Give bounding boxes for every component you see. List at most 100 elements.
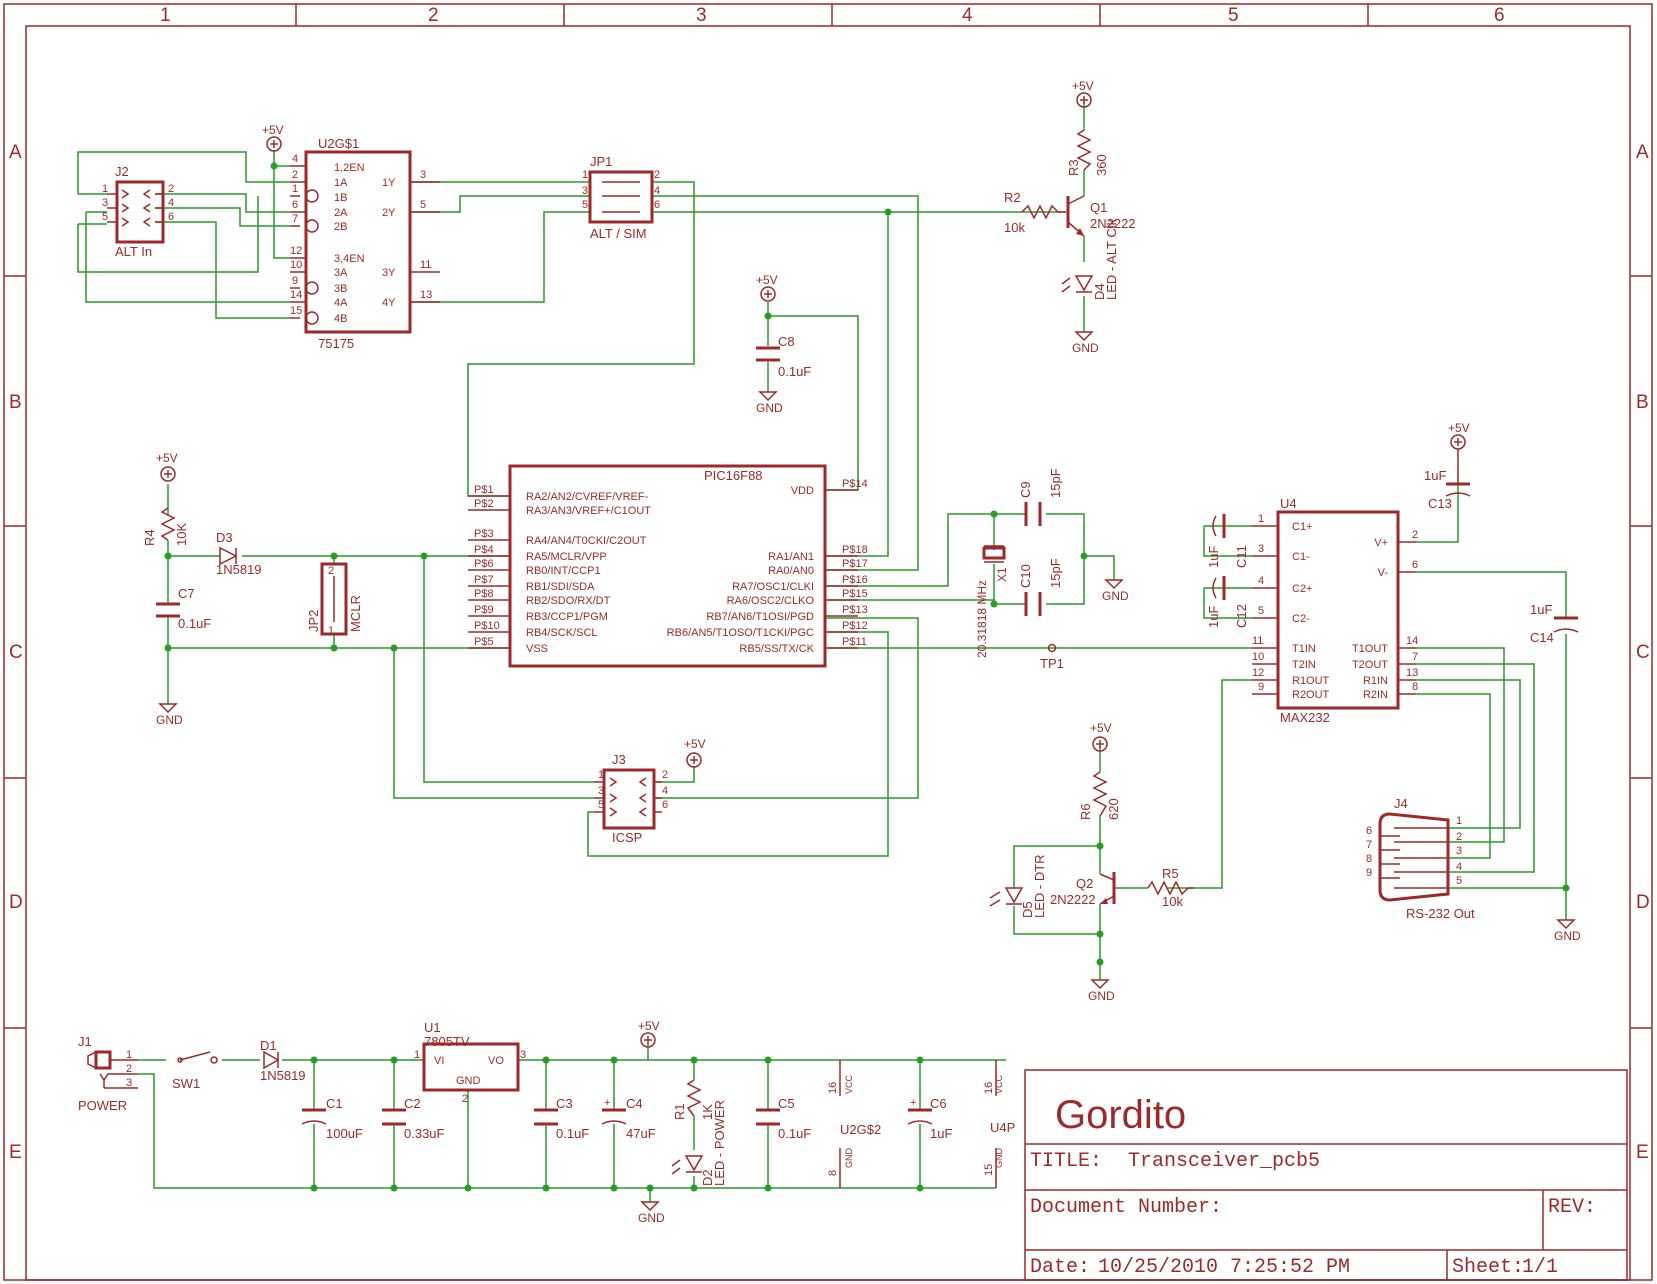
d4-value: LED - ALT Clk xyxy=(1104,218,1119,300)
svg-text:R4: R4 xyxy=(142,529,157,546)
svg-text:14: 14 xyxy=(290,289,302,301)
pic-left-pin-num: P$3 xyxy=(474,528,494,540)
pic-left-pin-num: P$2 xyxy=(474,498,494,510)
svg-text:0.33uF: 0.33uF xyxy=(404,1126,445,1141)
svg-text:8: 8 xyxy=(1412,681,1418,693)
svg-text:C1: C1 xyxy=(326,1096,343,1111)
max232-left-pin: T1IN xyxy=(1292,643,1316,655)
r2-name: R2 xyxy=(1004,190,1021,205)
col-3: 3 xyxy=(696,5,707,26)
svg-text:+5V: +5V xyxy=(262,123,284,137)
pic-left-pin-num: P$9 xyxy=(474,604,494,616)
svg-text:2: 2 xyxy=(662,769,668,781)
row-c-right: C xyxy=(1636,642,1650,663)
pic-left-pin-label: RA5/MCLR/VPP xyxy=(526,551,607,563)
u2-pin-2b: 2B xyxy=(334,221,347,233)
svg-text:U2G$2: U2G$2 xyxy=(840,1122,881,1137)
svg-text:LED - DTR: LED - DTR xyxy=(1032,854,1047,918)
svg-text:6: 6 xyxy=(168,211,174,223)
svg-text:C10: C10 xyxy=(1018,564,1033,588)
svg-text:9: 9 xyxy=(292,275,298,287)
svg-text:11: 11 xyxy=(1252,635,1263,647)
svg-text:C8: C8 xyxy=(778,334,795,349)
svg-text:J1: J1 xyxy=(78,1034,92,1049)
pic-name: PIC16F88 xyxy=(704,468,763,483)
svg-text:VO: VO xyxy=(488,1055,504,1067)
svg-text:1: 1 xyxy=(598,769,604,781)
svg-text:LED - POWER: LED - POWER xyxy=(712,1100,727,1186)
svg-text:+5V: +5V xyxy=(684,737,706,751)
pic-right-pin-label: RB7/AN6/T1OSI/PGD xyxy=(706,611,814,623)
vcc-u2: +5V xyxy=(262,123,284,152)
svg-text:2: 2 xyxy=(654,169,660,181)
svg-text:R6: R6 xyxy=(1078,803,1093,820)
svg-text:0.1uF: 0.1uF xyxy=(556,1126,589,1141)
svg-text:MAX232: MAX232 xyxy=(1280,710,1330,725)
svg-text:SW1: SW1 xyxy=(172,1076,200,1091)
r3-value: 360 xyxy=(1094,154,1109,176)
sheet-label: Sheet: xyxy=(1452,1256,1524,1279)
svg-text:VCC: VCC xyxy=(844,1074,854,1094)
crystal-section: C9 15pF C10 15pF X1 20.31818 MHz GND TP1 xyxy=(975,468,1129,671)
document-number-label: Document Number: xyxy=(1030,1196,1222,1219)
svg-text:3: 3 xyxy=(1258,543,1264,555)
date-value: 10/25/2010 7:25:52 PM xyxy=(1098,1256,1350,1279)
wires xyxy=(77,102,1567,1202)
svg-text:4: 4 xyxy=(292,153,298,165)
svg-text:GND: GND xyxy=(756,401,783,415)
max232-right-pin: T1OUT xyxy=(1352,643,1388,655)
svg-text:6: 6 xyxy=(1366,825,1372,837)
max232-left-pin: R2OUT xyxy=(1292,689,1330,701)
svg-text:TP1: TP1 xyxy=(1040,656,1064,671)
svg-text:3: 3 xyxy=(598,785,604,797)
svg-text:4: 4 xyxy=(1258,575,1264,587)
svg-text:1: 1 xyxy=(292,183,298,195)
svg-text:10K: 10K xyxy=(174,523,189,546)
svg-text:2: 2 xyxy=(1456,831,1462,843)
svg-text:C3: C3 xyxy=(556,1096,573,1111)
u2-pin-2y: 2Y xyxy=(382,207,396,219)
svg-text:15pF: 15pF xyxy=(1048,468,1063,498)
svg-text:GND: GND xyxy=(844,1148,854,1169)
max232-right-pin: T2OUT xyxy=(1352,659,1388,671)
svg-text:1: 1 xyxy=(414,1049,420,1061)
title-value: Transceiver_pcb5 xyxy=(1128,1150,1320,1173)
project-name: Gordito xyxy=(1055,1093,1186,1137)
pic-right-pin-num: P$12 xyxy=(842,620,868,632)
pic-left-pin-num: P$10 xyxy=(474,620,500,632)
svg-text:GND: GND xyxy=(1554,929,1581,943)
svg-text:U1: U1 xyxy=(424,1020,441,1035)
svg-text:5: 5 xyxy=(420,199,426,211)
svg-text:6: 6 xyxy=(292,199,298,211)
max232-right-pin: V- xyxy=(1378,567,1389,579)
svg-text:3: 3 xyxy=(582,185,588,197)
svg-text:1uF: 1uF xyxy=(1530,602,1552,617)
svg-text:7: 7 xyxy=(292,213,298,225)
svg-text:13: 13 xyxy=(1406,667,1418,679)
svg-text:2: 2 xyxy=(1412,529,1418,541)
svg-text:1K: 1K xyxy=(700,1104,715,1120)
u2-name: U2G$1 xyxy=(318,136,359,151)
svg-text:11: 11 xyxy=(420,259,431,271)
pic-right-pin-num: P$13 xyxy=(842,604,868,616)
svg-text:C13: C13 xyxy=(1428,496,1452,511)
svg-text:7805TV: 7805TV xyxy=(424,1034,470,1049)
svg-text:J3: J3 xyxy=(612,752,626,767)
u2-pin-1y: 1Y xyxy=(382,177,396,189)
svg-text:0.1uF: 0.1uF xyxy=(778,1126,811,1141)
svg-text:6: 6 xyxy=(662,799,668,811)
svg-text:RS-232 Out: RS-232 Out xyxy=(1406,906,1475,921)
svg-text:+5V: +5V xyxy=(156,451,178,465)
svg-text:X1: X1 xyxy=(995,567,1009,582)
svg-text:+5V: +5V xyxy=(1090,721,1112,735)
title-label: TITLE: xyxy=(1030,1150,1102,1173)
svg-text:0.1uF: 0.1uF xyxy=(778,364,811,379)
svg-text:Q2: Q2 xyxy=(1076,876,1093,891)
pic-left-pin-num: P$4 xyxy=(474,544,494,556)
pic-right-pin-num: P$14 xyxy=(842,478,868,490)
pic16f88: PIC16F88 P$1RA2/AN2/CVREF/VREF-P$2RA3/AN… xyxy=(468,464,868,668)
svg-text:15: 15 xyxy=(983,1164,995,1176)
row-c: C xyxy=(9,642,23,663)
svg-text:9: 9 xyxy=(1366,867,1372,879)
title-block: Gordito TITLE: Transceiver_pcb5 Document… xyxy=(1024,1069,1628,1281)
